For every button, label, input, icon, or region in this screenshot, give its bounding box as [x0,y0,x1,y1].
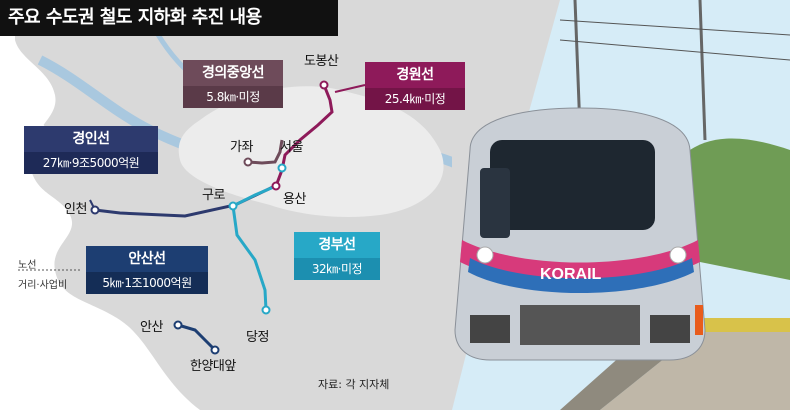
station-dobongsan [319,80,329,90]
place-dobongsan: 도봉산 [304,54,339,69]
train-windshield [490,140,655,230]
connector-gyeongwon [334,84,366,93]
place-ansan: 안산 [140,320,163,335]
place-guro: 구로 [202,188,225,203]
station-guro [228,201,238,211]
place-hanyang: 한양대앞 [190,359,236,374]
line-gyeongui [247,139,284,165]
pole [698,0,707,141]
line-name: 경원선 [396,67,434,83]
line-detail: 32㎞·미정 [294,258,380,280]
platform-edge [700,318,790,332]
line-detail: 25.4㎞·미정 [365,88,465,110]
station-yongsan [271,181,281,191]
line-ansan [177,323,217,352]
legend-row-detail: 거리·사업비 [18,280,68,291]
station-hanyang [210,345,220,355]
station-gajwa [243,157,253,167]
line-detail: 5.8㎞·미정 [183,86,283,108]
station-incheon [90,205,100,215]
place-yongsan: 용산 [283,192,306,207]
map-edge [452,0,560,410]
line-name: 경인선 [72,131,110,147]
wire [559,39,790,61]
station-seoul [277,163,287,173]
train-side-window [480,168,510,238]
line-detail: 5㎞·1조1000억원 [86,272,208,294]
line-name: 안산선 [128,251,166,267]
train-blue-stripe [468,258,694,293]
line-gyeongbu [231,184,277,311]
line-box-ansan: 안산선 5㎞·1조1000억원 [86,246,208,294]
platform [600,330,790,410]
place-gajwa: 가좌 [230,140,253,155]
place-seoul: 서울 [280,140,303,155]
train-bumper-left [470,315,510,343]
line-detail: 27㎞·9조5000억원 [24,152,158,174]
train-headlight-right [669,246,687,264]
train-bumper-right [650,315,690,343]
station-dangjeong [261,305,271,315]
station-ansan [173,320,183,330]
seoul-area [178,86,444,217]
legend-row-line: 노선 [18,260,37,271]
place-incheon: 인천 [64,202,87,217]
train-logo: KORAIL [540,266,602,283]
line-box-gyeongin: 경인선 27㎞·9조5000억원 [24,126,158,174]
train-pink-stripe [460,240,700,285]
wire [559,19,790,36]
train-headlight-left [476,246,494,264]
train-coupler [520,305,640,345]
traffic-cone [695,305,703,335]
trees [690,138,790,280]
place-dangjeong: 당정 [246,330,269,345]
line-box-gyeongwon: 경원선 25.4㎞·미정 [365,62,465,110]
page-title: 주요 수도권 철도 지하화 추진 내용 [0,0,338,36]
source-note: 자료: 각 지자체 [318,378,390,391]
line-name: 경부선 [318,237,356,253]
line-name: 경의중앙선 [202,65,264,81]
sea-area [0,0,200,410]
line-box-gyeongbu: 경부선 32㎞·미정 [294,232,380,280]
line-box-gyeongui: 경의중앙선 5.8㎞·미정 [183,60,283,108]
